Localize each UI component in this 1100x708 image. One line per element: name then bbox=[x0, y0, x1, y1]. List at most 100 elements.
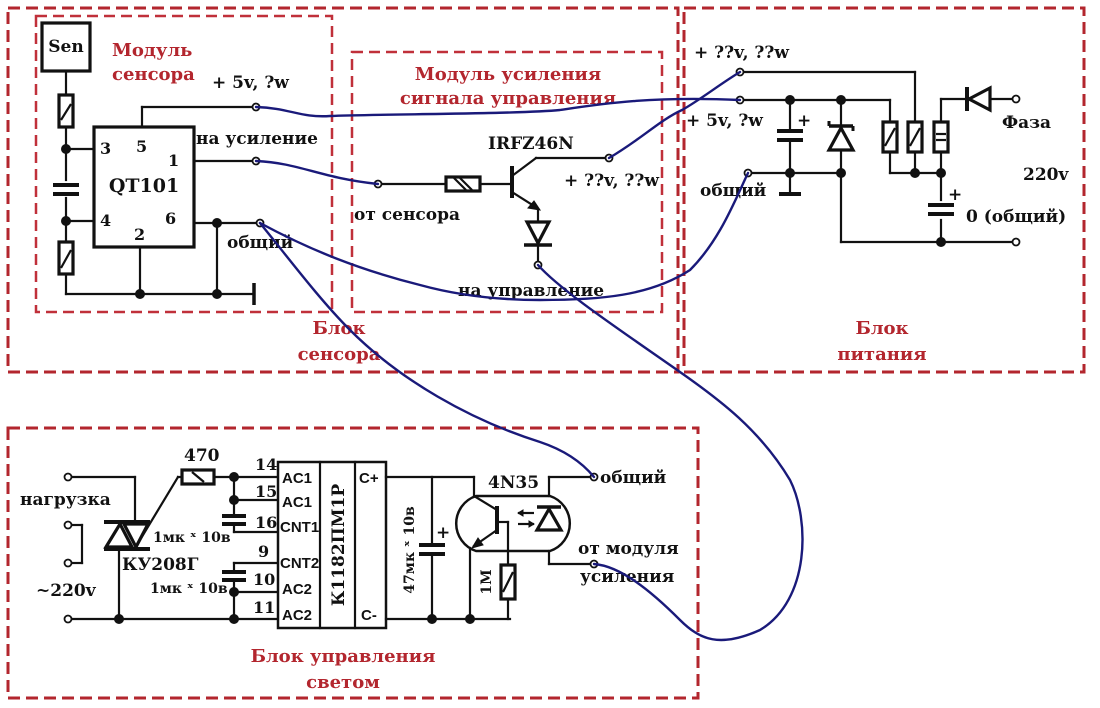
label-common-power: общий bbox=[700, 181, 767, 201]
terminal-mains-1[interactable] bbox=[63, 558, 73, 568]
capacitor-sensor bbox=[53, 183, 79, 196]
label-plus-supply: + ??v, ??w bbox=[564, 171, 659, 191]
sensor-block-title-2: сенсора bbox=[298, 344, 381, 365]
output-diode bbox=[524, 220, 552, 247]
sensor-module-title-1: Модуль bbox=[112, 40, 192, 61]
label-common-light: общий bbox=[600, 468, 667, 488]
label-zero: 0 (общий) bbox=[966, 207, 1066, 227]
triac-ku208g bbox=[103, 475, 180, 551]
amp-module-title-1: Модуль усиления bbox=[415, 64, 601, 85]
pin-5: 5 bbox=[136, 137, 147, 156]
sensor-module-frame bbox=[34, 14, 334, 314]
sensor-module: Sen QT101 3 5 1 4 6 2 bbox=[40, 21, 318, 305]
resistor-top bbox=[57, 93, 75, 129]
resistor-1m bbox=[499, 563, 517, 601]
ic-pin-name-4: AC2 bbox=[282, 581, 312, 598]
jumper-control-to-light bbox=[536, 263, 804, 642]
power-block-frame bbox=[682, 6, 1086, 374]
ic-pin-num-0: 14 bbox=[255, 455, 277, 474]
pin-2: 2 bbox=[134, 225, 145, 244]
jumper-5v bbox=[254, 97, 742, 118]
light-block: нагрузка ~220v 470 КУ208Г 1мк ˣ 10в 1мк … bbox=[20, 446, 679, 630]
label-common: общий bbox=[227, 233, 294, 253]
power-block-title-2: питания bbox=[837, 344, 926, 365]
triac-label: КУ208Г bbox=[122, 555, 199, 575]
cap-plus-sign: + bbox=[797, 111, 811, 131]
rectifier-diode bbox=[965, 85, 992, 113]
jumper-wires bbox=[254, 70, 804, 642]
label-plus5-power: + 5v, ?w bbox=[686, 111, 763, 131]
terminal-mains-2[interactable] bbox=[63, 614, 73, 624]
power-block: + ??v, ??w + 5v, ?w общий Фаза 220v 0 (о… bbox=[686, 43, 1069, 247]
label-220v: 220v bbox=[1023, 165, 1069, 185]
terminal-zero[interactable] bbox=[1011, 237, 1021, 247]
qt101-label: QT101 bbox=[109, 175, 179, 197]
jumper-common-to-power bbox=[258, 171, 750, 302]
irfz46n-transistor bbox=[510, 156, 609, 211]
power-block-title-1: Блок bbox=[855, 318, 908, 339]
ic-pin-num-1: 15 bbox=[255, 482, 277, 501]
ic-pin-num-2: 16 bbox=[255, 513, 277, 532]
pin-4: 4 bbox=[100, 211, 111, 230]
terminal-load-2[interactable] bbox=[63, 520, 73, 530]
resistor-bottom bbox=[57, 240, 75, 276]
qt101-ic bbox=[92, 125, 196, 249]
resistor-470 bbox=[180, 468, 216, 486]
zener-diode bbox=[826, 121, 856, 152]
label-mains: ~220v bbox=[36, 581, 97, 601]
cap1-label: 1мк ˣ 10в bbox=[153, 530, 231, 546]
label-to-control: на управление bbox=[458, 281, 604, 301]
amp-module-title-2: сигнала управления bbox=[400, 88, 616, 109]
pin-6: 6 bbox=[165, 209, 176, 228]
ic-pin-right-bottom: C- bbox=[361, 607, 377, 624]
amp-module-frame bbox=[350, 50, 664, 314]
ic-pin-name-0: AC1 bbox=[282, 470, 312, 487]
light-block-title-1: Блок управления bbox=[251, 646, 436, 667]
label-plus-high: + ??v, ??w bbox=[694, 43, 789, 63]
ic-pin-name-3: CNT2 bbox=[280, 555, 319, 572]
label-from-amp-1: от модуля bbox=[578, 539, 679, 559]
label-load: нагрузка bbox=[20, 490, 111, 510]
label-from-sensor: от сенсора bbox=[354, 205, 460, 225]
ic-pin-right-top: C+ bbox=[359, 470, 379, 487]
ic-pin-num-5: 11 bbox=[253, 598, 275, 617]
resistor-r1 bbox=[881, 120, 899, 154]
label-phase: Фаза bbox=[1002, 113, 1051, 133]
filter-capacitor: + bbox=[777, 111, 811, 142]
capacitor-cnt1 bbox=[222, 514, 246, 526]
label-plus5: + 5v, ?w bbox=[212, 73, 289, 93]
jumper-high-supply bbox=[607, 70, 742, 160]
jumper-signal bbox=[254, 159, 380, 186]
sensor-module-title-2: сенсора bbox=[112, 64, 195, 85]
gate-resistor bbox=[444, 175, 482, 193]
resistor-r3 bbox=[932, 120, 950, 154]
ic-pin-name-1: AC1 bbox=[282, 494, 312, 511]
ic-pin-num-3: 9 bbox=[258, 542, 269, 561]
resistor-470-label: 470 bbox=[184, 446, 220, 466]
light-block-frame bbox=[6, 426, 700, 700]
ic-pin-name-5: AC2 bbox=[282, 607, 312, 624]
pin-1: 1 bbox=[168, 151, 179, 170]
pin-3: 3 bbox=[100, 139, 111, 158]
irfz46n-label: IRFZ46N bbox=[488, 134, 574, 154]
label-to-amp: на усиление bbox=[196, 129, 318, 149]
sensor-label: Sen bbox=[48, 37, 83, 57]
light-block-title-2: светом bbox=[306, 672, 380, 693]
amp-module: IRFZ46N от сенсора + ??v, ??w на управле… bbox=[354, 134, 659, 301]
resistor-r2 bbox=[906, 120, 924, 154]
k1182-label: К1182ПМ1Р bbox=[329, 484, 349, 606]
terminal-phase[interactable] bbox=[1011, 94, 1021, 104]
jumper-common-to-light bbox=[258, 221, 596, 479]
cap3-label: 47мк ˣ 10в bbox=[402, 506, 418, 594]
terminal-load-1[interactable] bbox=[63, 472, 73, 482]
frames bbox=[6, 6, 1086, 700]
resistor-1m-label: 1M bbox=[479, 569, 495, 594]
cap2-label: 1мк ˣ 10в bbox=[150, 581, 228, 597]
ic-pin-num-4: 10 bbox=[253, 570, 275, 589]
capacitor-47u: + bbox=[419, 523, 450, 556]
storage-capacitor: + bbox=[928, 185, 962, 216]
optocoupler-label: 4N35 bbox=[488, 473, 539, 493]
k1182pm1r-ic: К1182ПМ1Р AC1 AC1 CNT1 CNT2 AC2 AC2 C+ C… bbox=[276, 460, 388, 630]
optocoupler-4n35 bbox=[455, 475, 594, 621]
